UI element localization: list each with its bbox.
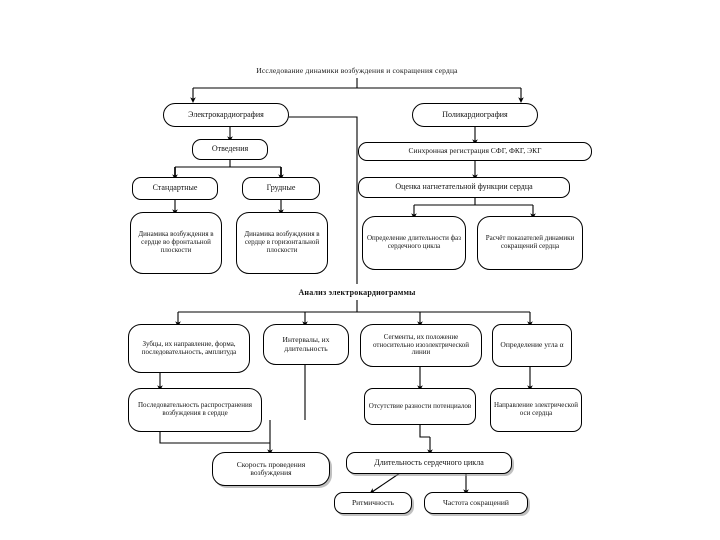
- node-angle-alpha[interactable]: Определение угла α: [492, 324, 572, 367]
- node-propagation-sequence[interactable]: Последовательность распространения возбу…: [128, 388, 262, 432]
- node-horizontal-plane[interactable]: Динамика возбуждения в сердце в горизонт…: [236, 212, 328, 274]
- node-intervals[interactable]: Интервалы, их длительность: [263, 324, 349, 365]
- node-phase-duration[interactable]: Определение длительности фаз сердечного …: [362, 216, 466, 270]
- section-title-ecg-analysis: Анализ электрокардиограммы: [298, 288, 416, 297]
- node-conduction-speed[interactable]: Скорость проведения возбуждения: [212, 452, 330, 486]
- node-no-potential-difference[interactable]: Отсутствие разности потенциалов: [364, 388, 476, 425]
- diagram-title: Исследование динамики возбуждения и сокр…: [256, 66, 458, 75]
- node-chest-leads[interactable]: Грудные: [242, 177, 320, 200]
- node-cycle-duration[interactable]: Длительность сердечного цикла: [346, 452, 512, 474]
- node-segments[interactable]: Сегменты, их положение относительно изоэ…: [360, 324, 482, 367]
- node-pump-function[interactable]: Оценка нагнетательной функции сердца: [358, 177, 570, 198]
- node-rhythmicity[interactable]: Ритмичность: [334, 492, 412, 514]
- node-waves[interactable]: Зубцы, их направление, форма, последоват…: [128, 324, 250, 373]
- node-frontal-plane[interactable]: Динамика возбуждения в сердце во фронтал…: [130, 212, 222, 274]
- node-electrical-axis[interactable]: Направление электрической оси сердца: [490, 388, 582, 432]
- node-sync-registration[interactable]: Синхронная регистрация СФГ, ФКГ, ЭКГ: [358, 142, 592, 161]
- node-electrocardiography[interactable]: Электрокардиография: [163, 103, 289, 127]
- node-polycardiography[interactable]: Поликардиография: [412, 103, 538, 127]
- node-contraction-rate[interactable]: Частота сокращений: [424, 492, 528, 514]
- node-contraction-indices[interactable]: Расчёт показателей динамики сокращений с…: [477, 216, 583, 270]
- node-leads[interactable]: Отведения: [192, 139, 268, 160]
- node-standard-leads[interactable]: Стандартные: [132, 177, 218, 200]
